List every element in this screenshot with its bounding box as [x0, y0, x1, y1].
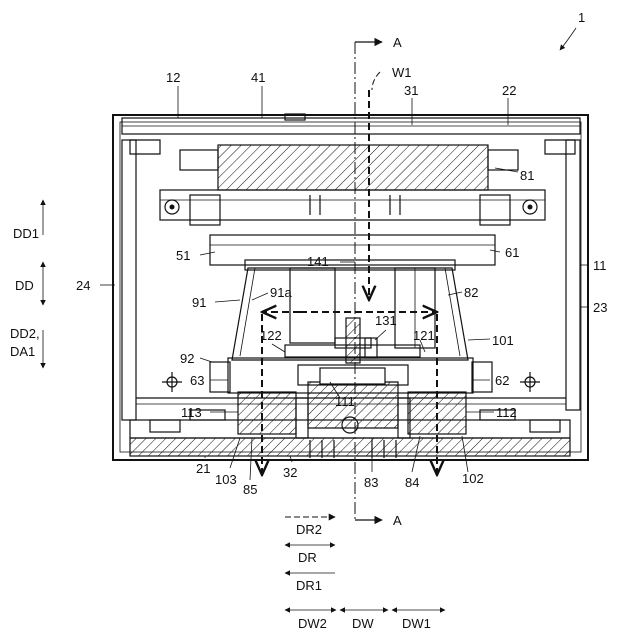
label-dw: DW — [352, 616, 374, 631]
screw-left-icon — [162, 372, 182, 392]
label-103: 103 — [215, 472, 237, 487]
label-1: 1 — [578, 10, 585, 25]
middle-plate — [210, 235, 495, 270]
label-92: 92 — [180, 351, 194, 366]
label-dd1: DD1 — [13, 226, 39, 241]
label-131: 131 — [375, 313, 397, 328]
label-dw1: DW1 — [402, 616, 431, 631]
label-12: 12 — [166, 70, 180, 85]
label-111: 111 — [335, 394, 355, 409]
label-121: 121 — [413, 328, 435, 343]
label-84: 84 — [405, 475, 419, 490]
label-113: 113 — [181, 405, 202, 420]
label-102: 102 — [462, 471, 484, 486]
label-32: 32 — [283, 465, 297, 480]
label-83: 83 — [364, 475, 378, 490]
label-85: 85 — [243, 482, 257, 497]
filter-assembly — [160, 145, 545, 225]
label-dw2: DW2 — [298, 616, 327, 631]
label-dd2: DD2, — [10, 326, 40, 341]
label-81: 81 — [520, 168, 534, 183]
label-11: 11 — [593, 258, 607, 273]
fan-housing — [232, 268, 468, 363]
label-dd: DD — [15, 278, 34, 293]
label-51: 51 — [176, 248, 190, 263]
label-122: 122 — [260, 328, 282, 343]
label-91a: 91a — [270, 285, 292, 300]
label-62: 62 — [495, 373, 509, 388]
label-101: 101 — [492, 333, 514, 348]
label-41: 41 — [251, 70, 265, 85]
label-da1: DA1 — [10, 344, 35, 359]
label-63: 63 — [190, 373, 204, 388]
label-82: 82 — [464, 285, 478, 300]
label-141: 141 — [307, 254, 329, 269]
reference-labels: 1 A W1 12 41 31 22 81 DD1 51 141 61 DD 2… — [10, 10, 607, 631]
label-21: 21 — [196, 461, 210, 476]
label-31: 31 — [404, 83, 418, 98]
label-a-bottom: A — [393, 513, 402, 528]
label-112: 112 — [496, 405, 517, 420]
label-w1: W1 — [392, 65, 412, 80]
label-a-top: A — [393, 35, 402, 50]
label-dr1: DR1 — [296, 578, 322, 593]
label-dr2: DR2 — [296, 522, 322, 537]
label-dr: DR — [298, 550, 317, 565]
label-22: 22 — [502, 83, 516, 98]
label-61: 61 — [505, 245, 519, 260]
label-91: 91 — [192, 295, 206, 310]
screw-right-icon — [520, 372, 540, 392]
label-24: 24 — [76, 278, 90, 293]
label-23: 23 — [593, 300, 607, 315]
